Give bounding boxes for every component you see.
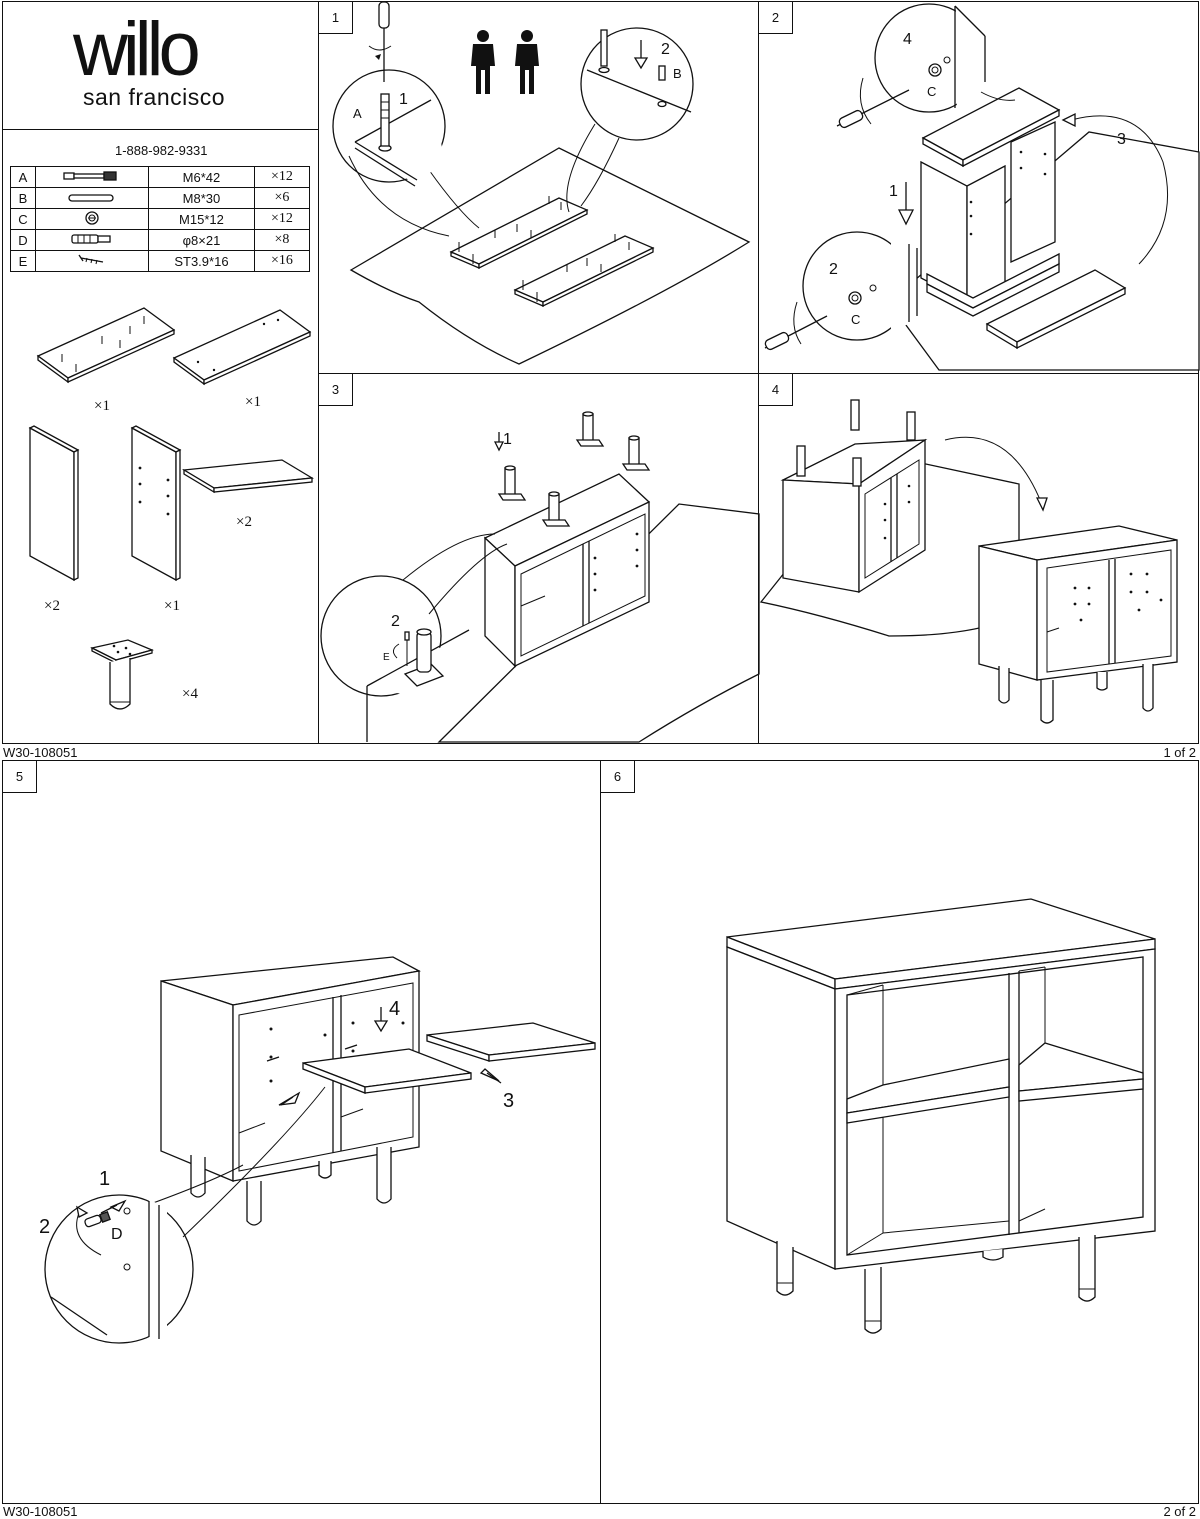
part-letter: D xyxy=(10,229,36,251)
panel-qty: ×1 xyxy=(164,598,180,614)
part-qty: ×12 xyxy=(253,208,311,230)
part-letter: C xyxy=(10,208,36,230)
leg-icon xyxy=(998,664,1154,724)
step-4-illustration xyxy=(759,399,1178,724)
phone-number: 1-888-982-9331 xyxy=(115,143,208,158)
step-1-number: 1 xyxy=(319,2,353,34)
callout-label: D xyxy=(111,1226,123,1243)
callout-label: C xyxy=(927,84,936,99)
callout-label: 2 xyxy=(39,1216,50,1238)
table-row: C M15*12 ×12 xyxy=(10,208,311,230)
side-panel-icon xyxy=(28,425,80,582)
step-5-illustration: 4 3 1 2 D xyxy=(39,956,596,1344)
part-spec: M8*30 xyxy=(147,187,255,209)
panel-qty: ×1 xyxy=(245,394,261,410)
hardware-table: A M6*42 ×12 B M8*30 ×6 C M15*12 ×12 D φ8… xyxy=(10,166,311,272)
step-5-number: 5 xyxy=(3,761,37,793)
callout-label: 3 xyxy=(503,1090,514,1112)
brand-logo: willo xyxy=(73,7,201,92)
step-4-panel xyxy=(758,373,1199,744)
step-2-number: 2 xyxy=(759,2,793,34)
part-letter: E xyxy=(10,250,36,272)
callout-label: A xyxy=(353,106,362,121)
bottom-panel-icon xyxy=(172,309,312,386)
callout-label: B xyxy=(673,66,682,81)
wood-dowel-icon xyxy=(34,187,149,209)
callout-label: 2 xyxy=(829,261,838,278)
table-row: E ST3.9*16 ×16 xyxy=(10,250,311,272)
part-qty: ×16 xyxy=(253,250,311,272)
screw-icon xyxy=(34,250,149,272)
step-2-illustration: 1 3 4 C 2 C xyxy=(764,3,1200,371)
panel-inventory: ×1 ×1 ×2 ×2 ×1 ×4 xyxy=(28,307,315,710)
callout-label: 1 xyxy=(503,431,512,448)
step-3-number: 3 xyxy=(319,374,353,406)
step-6-illustration xyxy=(726,898,1156,1334)
cam-bolt-icon xyxy=(34,166,149,188)
part-qty: ×6 xyxy=(253,187,311,209)
part-spec: ST3.9*16 xyxy=(147,250,255,272)
step-6-number: 6 xyxy=(601,761,635,793)
callout-label: 2 xyxy=(661,41,670,58)
brand-box: willo san francisco xyxy=(2,1,319,130)
callout-label: 3 xyxy=(1117,131,1126,148)
divider-panel-icon xyxy=(130,425,182,582)
callout-label: 1 xyxy=(889,183,898,200)
table-row: D φ8×21 ×8 xyxy=(10,229,311,251)
part-spec: M15*12 xyxy=(147,208,255,230)
leg-icon xyxy=(497,411,651,527)
panel-qty: ×2 xyxy=(44,598,60,614)
leg-icon xyxy=(90,639,154,710)
two-person-icon xyxy=(471,30,539,94)
table-row: B M8*30 ×6 xyxy=(10,187,311,209)
step-3-illustration: 1 2 E xyxy=(320,411,760,743)
page-number: 2 of 2 xyxy=(1163,1504,1196,1519)
panel-qty: ×4 xyxy=(182,686,198,702)
part-qty: ×12 xyxy=(253,166,311,188)
leg-icon xyxy=(776,1235,1096,1334)
part-letter: A xyxy=(10,166,36,188)
callout-label: 2 xyxy=(391,613,400,630)
doc-id: W30-108051 xyxy=(3,745,78,760)
step-1-illustration: A 1 2 B xyxy=(332,1,751,365)
callout-label: 4 xyxy=(389,998,400,1020)
shelf-panel-icon xyxy=(181,459,315,494)
step-6-panel xyxy=(600,760,1199,1504)
callout-label: C xyxy=(851,312,860,327)
brand-tagline: san francisco xyxy=(83,84,226,110)
leg-icon xyxy=(190,1147,392,1226)
leg-icon xyxy=(796,399,916,487)
part-spec: φ8×21 xyxy=(147,229,255,251)
callout-label: 1 xyxy=(399,91,408,108)
panel-qty: ×1 xyxy=(94,398,110,414)
page-number: 1 of 2 xyxy=(1163,745,1196,760)
part-qty: ×8 xyxy=(253,229,311,251)
top-panel-icon xyxy=(36,307,176,384)
part-letter: B xyxy=(10,187,36,209)
callout-label: 1 xyxy=(99,1168,110,1190)
callout-label: 4 xyxy=(903,31,912,48)
step-4-number: 4 xyxy=(759,374,793,406)
panel-qty: ×2 xyxy=(236,514,252,530)
table-row: A M6*42 ×12 xyxy=(10,166,311,188)
callout-label: E xyxy=(383,652,390,663)
part-spec: M6*42 xyxy=(147,166,255,188)
shelf-pin-icon xyxy=(34,229,149,251)
doc-id: W30-108051 xyxy=(3,1504,78,1519)
cam-lock-icon xyxy=(34,208,149,230)
